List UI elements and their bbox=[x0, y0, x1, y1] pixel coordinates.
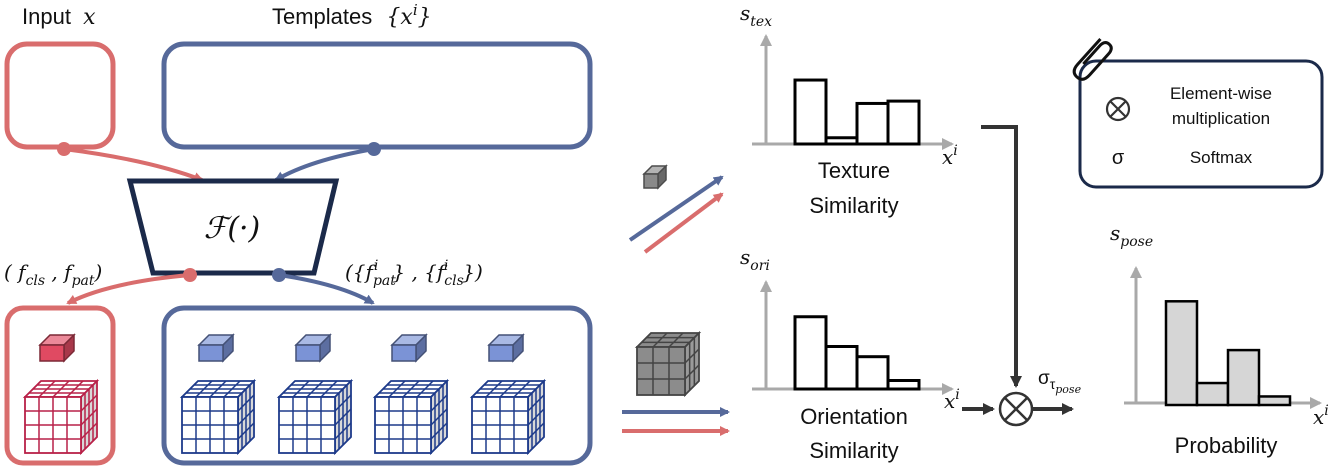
orientation-bar-2 bbox=[824, 345, 859, 391]
input-features-label: ( fcls , fpat) bbox=[4, 260, 102, 289]
input-features-box bbox=[4, 305, 116, 466]
network-to-template-features-arrow bbox=[278, 273, 375, 305]
template-features-label: ({fpati} , {fclsi}) bbox=[345, 258, 483, 289]
input-to-network-arrow bbox=[63, 147, 204, 182]
texture-bar-2 bbox=[824, 136, 859, 146]
orientation-title-line2: Similarity bbox=[809, 438, 898, 463]
input-patch-grid-icon bbox=[22, 378, 100, 456]
template-cls-token-icon-1 bbox=[197, 333, 235, 363]
orientation-bar-4 bbox=[886, 379, 921, 391]
probability-bar-3 bbox=[1226, 348, 1261, 407]
texture-bar-3 bbox=[855, 101, 890, 146]
orientation-x-label: xi bbox=[944, 387, 960, 413]
multiply-node bbox=[998, 391, 1034, 427]
cls-similarity-token-icon bbox=[642, 164, 668, 190]
template-patch-grid-icon-1 bbox=[179, 378, 257, 456]
probability-bar-1 bbox=[1164, 300, 1199, 407]
probability-title: Probability bbox=[1175, 433, 1278, 458]
orientation-bar-1 bbox=[793, 315, 828, 391]
texture-title-line1: Texture bbox=[818, 158, 890, 183]
orientation-chart: sori xi Orientation Similarity bbox=[740, 245, 960, 463]
template-patch-grid-icon-4 bbox=[469, 378, 547, 456]
template-patch-grid-icon-3 bbox=[372, 378, 450, 456]
legend-multiply-icon bbox=[1105, 96, 1131, 122]
template-to-network-arrow bbox=[274, 147, 375, 182]
softmax-temperature-label: στpose bbox=[1038, 368, 1082, 396]
input-box bbox=[4, 41, 116, 150]
probability-chart: spose xi Probability bbox=[1110, 221, 1329, 458]
texture-x-label: xi bbox=[942, 143, 958, 169]
texture-to-multiply-connector bbox=[981, 125, 1022, 388]
orientation-title-line1: Orientation bbox=[800, 404, 908, 429]
network-label: ℱ(·) bbox=[204, 211, 261, 246]
legend-multiply-line1: Element-wise bbox=[1170, 84, 1272, 103]
paperclip-icon bbox=[1072, 38, 1113, 81]
texture-chart: stex xi Texture Similarity bbox=[740, 1, 958, 218]
templates-box bbox=[161, 41, 593, 150]
template-cls-token-icon-3 bbox=[390, 333, 428, 363]
probability-bar-4 bbox=[1257, 395, 1292, 407]
orientation-y-label: sori bbox=[740, 245, 770, 274]
legend-box bbox=[1078, 59, 1324, 189]
legend-softmax-label: Softmax bbox=[1190, 148, 1253, 167]
red-diagonal-arrow bbox=[643, 192, 724, 254]
network-block bbox=[126, 178, 340, 276]
orientation-bar-3 bbox=[855, 355, 890, 391]
patch-similarity-grid-icon bbox=[634, 330, 702, 398]
template-cls-token-icon-2 bbox=[294, 333, 332, 363]
probability-y-label: spose bbox=[1110, 221, 1153, 250]
legend: Element-wise multiplication σ Softmax bbox=[1072, 38, 1324, 189]
input-label: Input x bbox=[22, 4, 96, 30]
probability-x-label: xi bbox=[1313, 403, 1329, 429]
templates-label: Templates {xi} bbox=[272, 1, 432, 30]
template-features-box bbox=[161, 305, 593, 466]
template-cls-token-icon-4 bbox=[487, 333, 525, 363]
legend-softmax-symbol: σ bbox=[1112, 147, 1125, 169]
texture-title-line2: Similarity bbox=[809, 193, 898, 218]
blue-diagonal-arrow bbox=[628, 175, 724, 242]
texture-y-label: stex bbox=[740, 1, 772, 30]
network-to-input-features-arrow bbox=[66, 273, 191, 305]
texture-bar-1 bbox=[793, 78, 828, 146]
template-patch-grid-icon-2 bbox=[276, 378, 354, 456]
probability-bar-2 bbox=[1195, 381, 1230, 407]
input-cls-token-icon bbox=[38, 333, 76, 363]
legend-multiply-line2: multiplication bbox=[1172, 109, 1270, 128]
texture-bar-4 bbox=[886, 99, 921, 146]
